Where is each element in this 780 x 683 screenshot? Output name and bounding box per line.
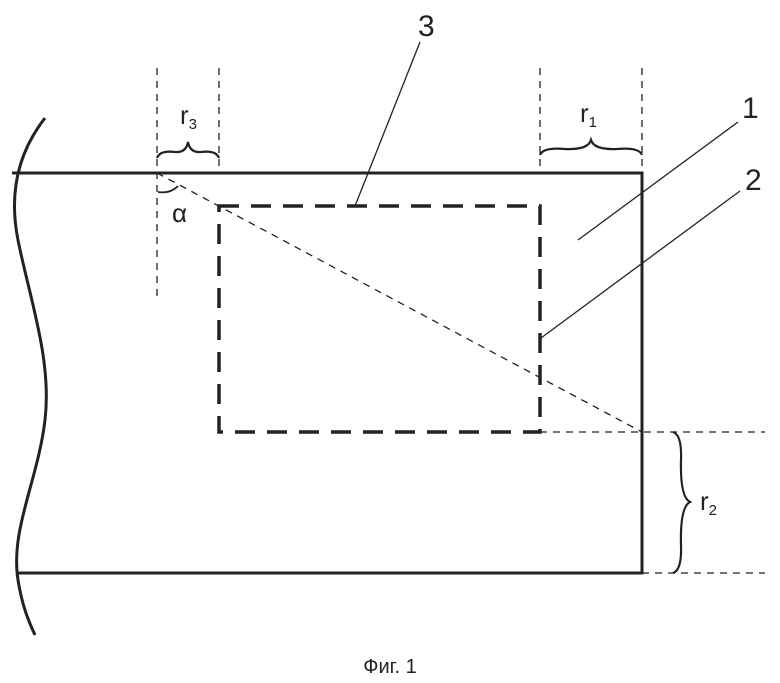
dim-r1: r1	[580, 98, 597, 131]
brace-r2	[673, 432, 690, 573]
figure-caption: Фиг. 1	[363, 656, 416, 678]
brace-r1	[540, 140, 642, 155]
diagonal-guide	[157, 173, 642, 432]
dim-r3: r3	[180, 100, 197, 133]
brace-r3	[157, 142, 219, 158]
label-2: 2	[745, 164, 762, 197]
angle-arc	[158, 186, 178, 192]
label-1: 1	[742, 92, 759, 125]
dim-r2: r2	[700, 486, 717, 519]
outer-body	[12, 173, 642, 573]
angle-alpha: α	[172, 198, 187, 228]
label-3: 3	[418, 10, 435, 43]
leader-1	[578, 122, 738, 240]
break-line	[14, 118, 46, 635]
leader-3	[355, 42, 420, 206]
inner-dashed-zone	[219, 206, 540, 432]
